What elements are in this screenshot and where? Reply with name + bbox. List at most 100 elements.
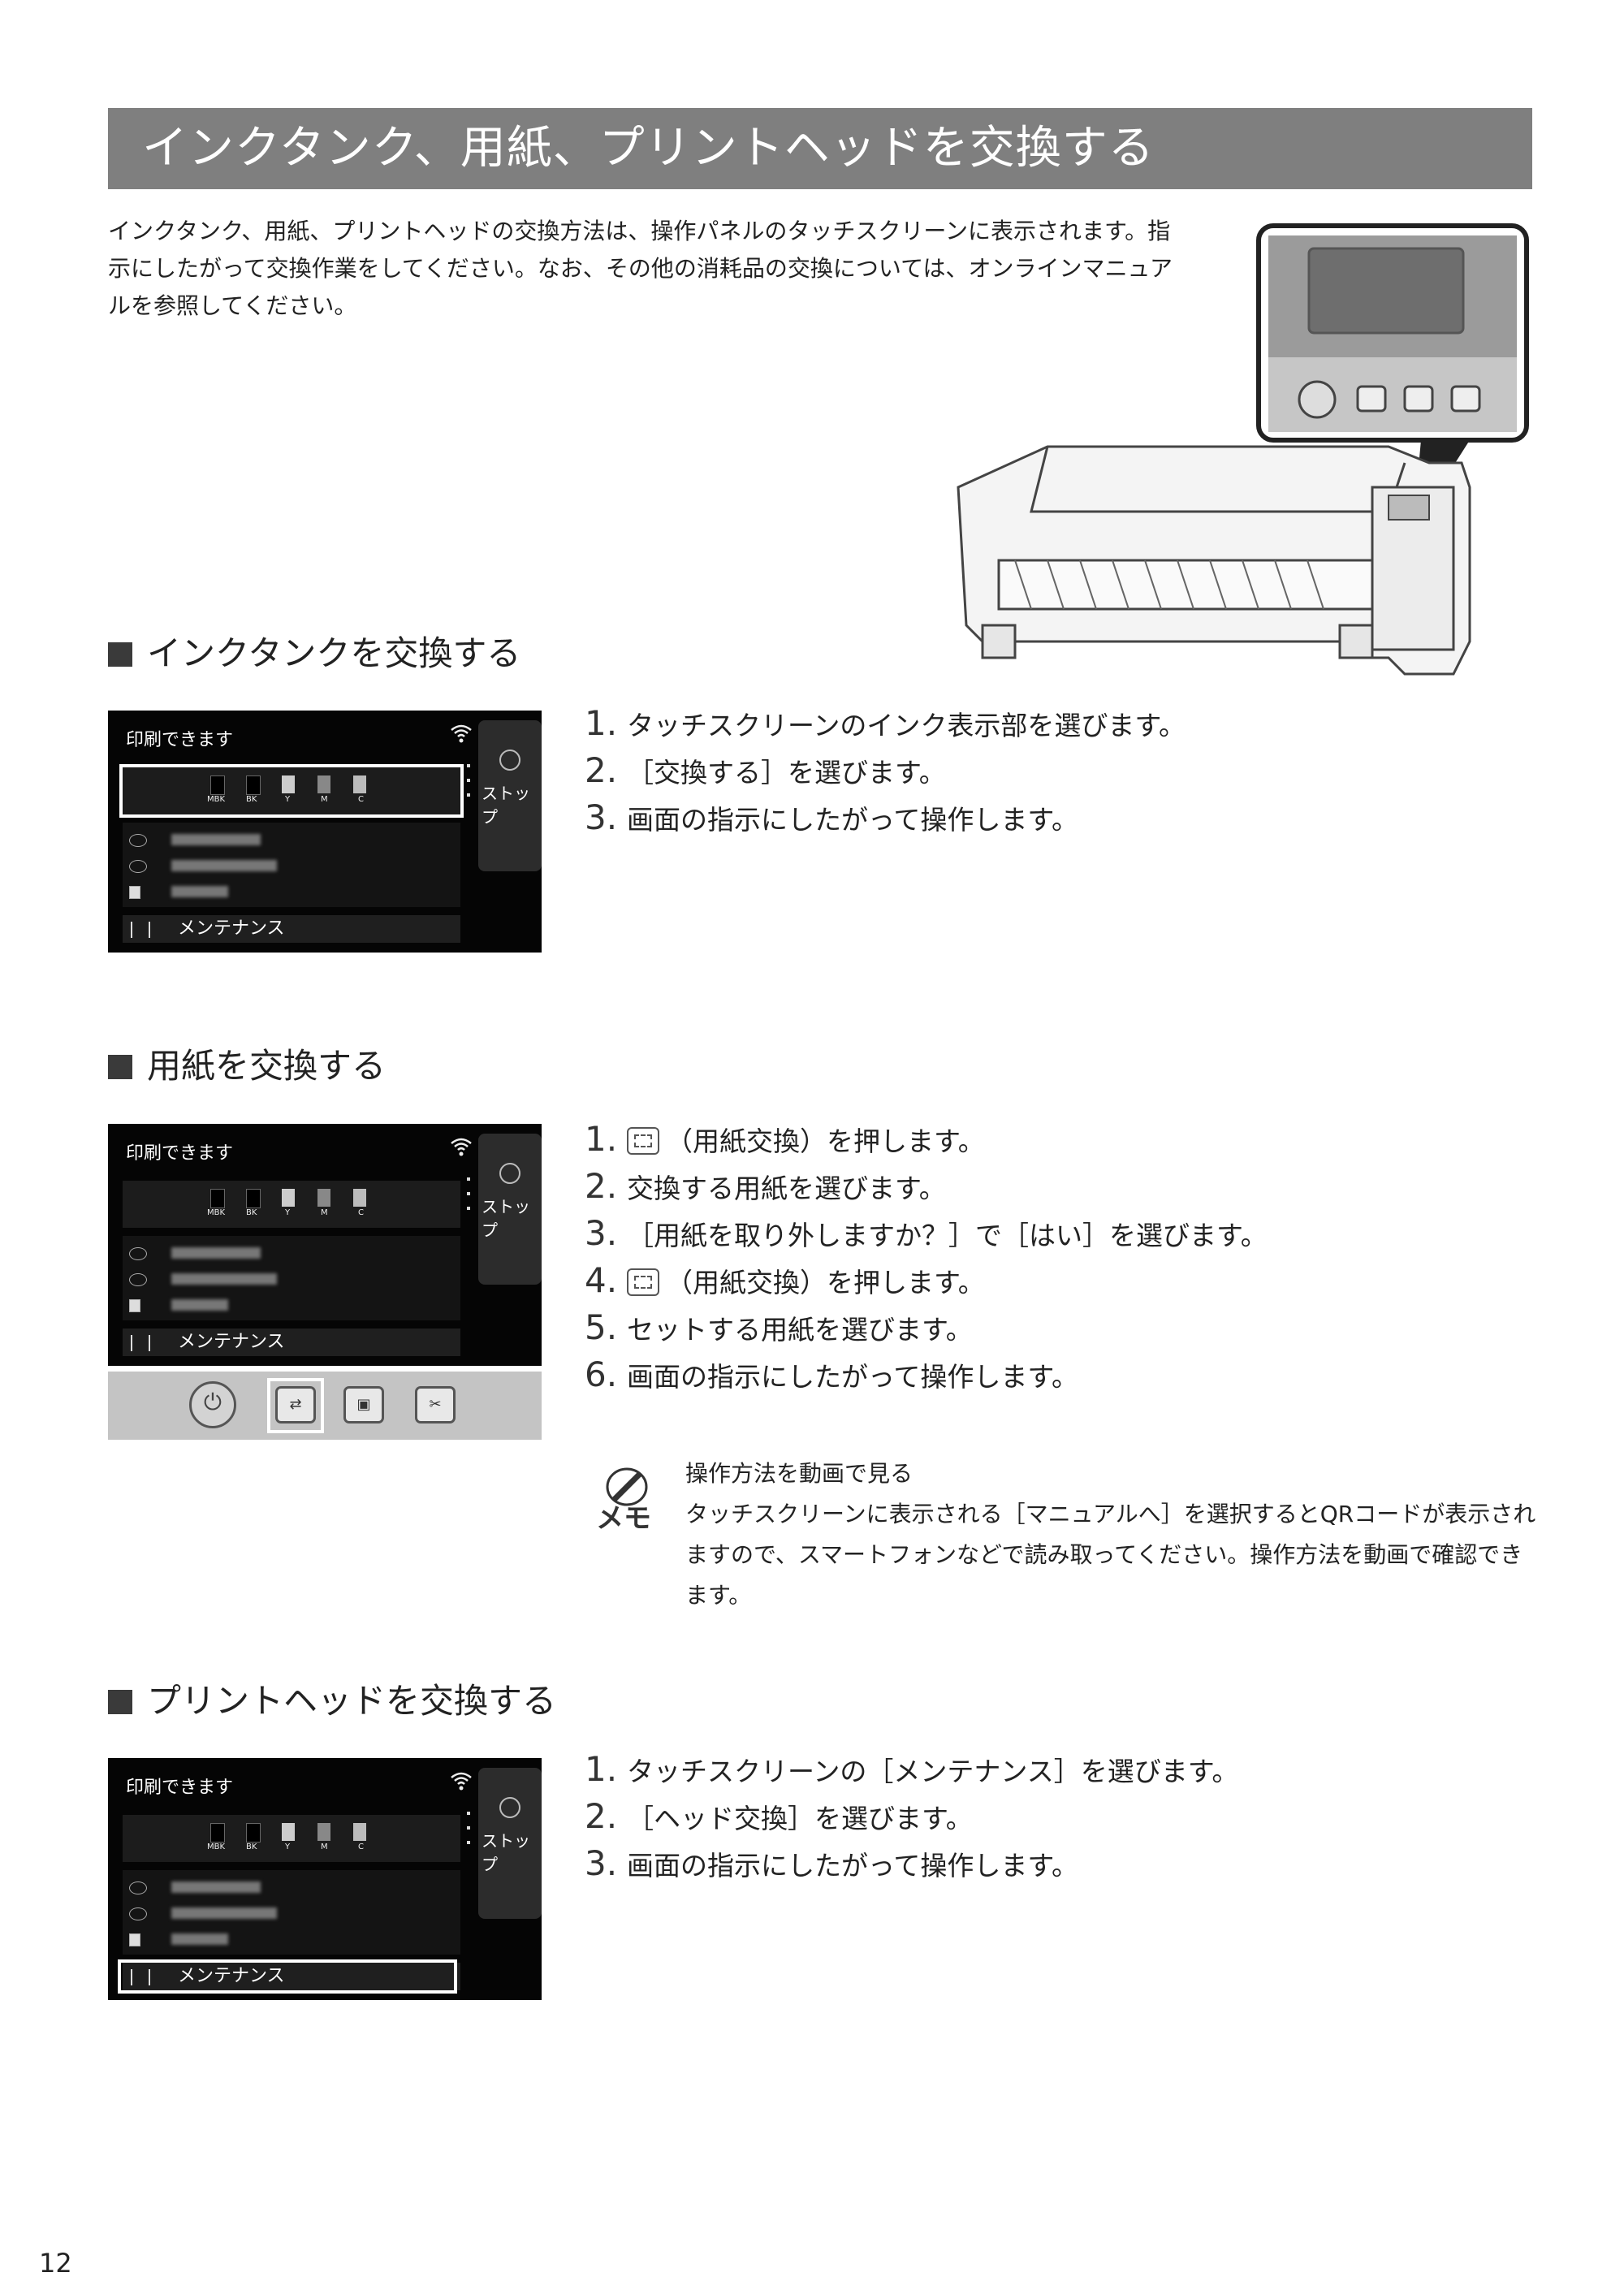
ink-y-icon [282,1823,295,1841]
ink-display[interactable]: MBK BK Y M C [123,1815,460,1862]
ink-m-icon [317,1189,330,1207]
step: 2.［交換する］を選びます。 [585,747,1186,794]
step: 3. ［用紙を取り外しますか？］で［はい］を選びます。 [585,1210,1268,1257]
ink-label: MBK [207,795,226,804]
ink-label: M [321,1843,328,1851]
step-text: 画面の指示にしたがって操作します。 [627,804,1079,836]
roll-icon [129,1247,147,1260]
touchscreen-paper: 印刷できます ストップ MBK BK Y M C メンテナンス [108,1124,542,1366]
ink-label: M [321,1208,328,1217]
highlight-maintenance [118,1959,457,1994]
step-text: ［用紙を取り外しますか？］で［はい］を選びます。 [627,1220,1268,1251]
step: 2.［ヘッド交換］を選びます。 [585,1793,1238,1840]
roll-icon [129,1907,147,1920]
touchscreen-head: 印刷できます ストップ MBK BK Y M C メンテナンス [108,1758,542,2000]
maintenance-item[interactable]: メンテナンス [123,1963,460,1990]
scroll-indicator [467,1177,470,1210]
status-text: 印刷できます [126,1778,234,1798]
paper-change-button[interactable]: ⇄ [275,1386,316,1423]
ink-label: M [321,795,328,804]
step: 4.（用紙交換）を押します。 [585,1257,1268,1304]
step-number: 4. [585,1260,618,1300]
section-heading-ink-text: インクタンクを交換する [147,633,521,673]
stop-label: ストップ [482,784,530,827]
step-number: 3. [585,797,618,837]
ink-m-icon [317,775,330,793]
ink-c-icon [353,1823,366,1841]
section-heading-paper-text: 用紙を交換する [147,1046,387,1086]
ink-label: MBK [207,1208,226,1217]
step-text: 交換する用紙を選びます。 [627,1173,946,1204]
stop-button[interactable]: ストップ [478,1134,542,1285]
step-text: タッチスクリーンの［メンテナンス］を選びます。 [627,1756,1239,1787]
step: 6.画面の指示にしたがって操作します。 [585,1351,1268,1398]
sheet-icon [129,1933,140,1946]
ink-label: Y [285,1208,291,1217]
pencil-memo-icon [606,1467,648,1506]
paper-change-icon [627,1268,659,1296]
memo-label: メモ [596,1502,651,1535]
tools-icon [131,1335,150,1351]
ink-mbk-icon [210,1189,225,1208]
ink-label: BK [246,1843,257,1851]
step-number: 1. [585,703,618,743]
square-bullet-icon [108,642,132,667]
paper-feed-button[interactable]: ▣ [343,1386,384,1423]
ink-label: BK [246,1208,257,1217]
steps-head: 1. タッチスクリーンの［メンテナンス］を選びます。 2.［ヘッド交換］を選びます… [585,1746,1238,1887]
stop-label: ストップ [482,1831,530,1874]
section-heading-ink: インクタンクを交換する [108,633,520,674]
paper-info [123,1236,460,1320]
step-text: セットする用紙を選びます。 [627,1314,973,1346]
status-text: 印刷できます [126,730,234,750]
ink-bk-icon [246,775,261,795]
ink-display[interactable]: MBK BK Y M C [123,1181,460,1228]
stop-button[interactable]: ストップ [478,720,542,871]
stop-label: ストップ [482,1197,530,1240]
ink-m-icon [317,1823,330,1841]
intro-paragraph: インクタンク、用紙、プリントヘッドの交換方法は、操作パネルのタッチスクリーンに表… [108,218,1173,319]
maintenance-item[interactable]: メンテナンス [123,915,460,943]
maintenance-label: メンテナンス [178,1332,285,1352]
ink-mbk-icon [210,1823,225,1843]
step-text: タッチスクリーンのインク表示部を選びます。 [627,710,1186,741]
square-bullet-icon [108,1690,132,1714]
steps-paper: 1.（用紙交換）を押します。 2.交換する用紙を選びます。 3.［用紙を取り外し… [585,1116,1268,1398]
wifi-icon [451,724,472,743]
step-text: ［ヘッド交換］を選びます。 [627,1803,973,1834]
page-number: 12 [39,2248,72,2279]
stop-button[interactable]: ストップ [478,1768,542,1919]
ink-c-icon [353,1189,366,1207]
memo-heading: 操作方法を動画で見る [685,1460,914,1487]
step: 3.画面の指示にしたがって操作します。 [585,1840,1238,1887]
step-number: 3. [585,1213,618,1253]
paper-info [123,1870,460,1955]
section-heading-paper: 用紙を交換する [108,1046,386,1087]
step-text: ［交換する］を選びます。 [627,757,946,788]
step: 5.セットする用紙を選びます。 [585,1304,1268,1351]
maintenance-label: メンテナンス [178,918,285,939]
ink-label: Y [285,795,291,804]
roll-icon [129,1273,147,1286]
steps-ink: 1. タッチスクリーンのインク表示部を選びます。 2.［交換する］を選びます。 3… [585,700,1186,841]
scroll-indicator [467,1812,470,1844]
cut-button[interactable]: ✂ [415,1386,456,1423]
ink-label: Y [285,1843,291,1851]
square-bullet-icon [108,1055,132,1079]
stop-icon [499,750,520,771]
step-number: 1. [585,1749,618,1789]
stop-icon [499,1163,520,1184]
status-text: 印刷できます [126,1143,234,1164]
memo-body: タッチスクリーンに表示される［マニュアルへ］を選択するとQRコードが表示されます… [685,1501,1536,1609]
roll-icon [129,834,147,847]
ink-y-icon [282,775,295,793]
wifi-icon [451,1772,472,1791]
power-button[interactable] [189,1381,236,1428]
step-number: 1. [585,1119,618,1159]
touchscreen-ink: 印刷できます ストップ MBK BK Y M C メンテナンス [108,711,542,953]
ink-label: BK [246,795,257,804]
step-number: 2. [585,1166,618,1206]
ink-bk-icon [246,1823,261,1843]
ink-display[interactable]: MBK BK Y M C [123,767,460,814]
maintenance-item[interactable]: メンテナンス [123,1328,460,1356]
